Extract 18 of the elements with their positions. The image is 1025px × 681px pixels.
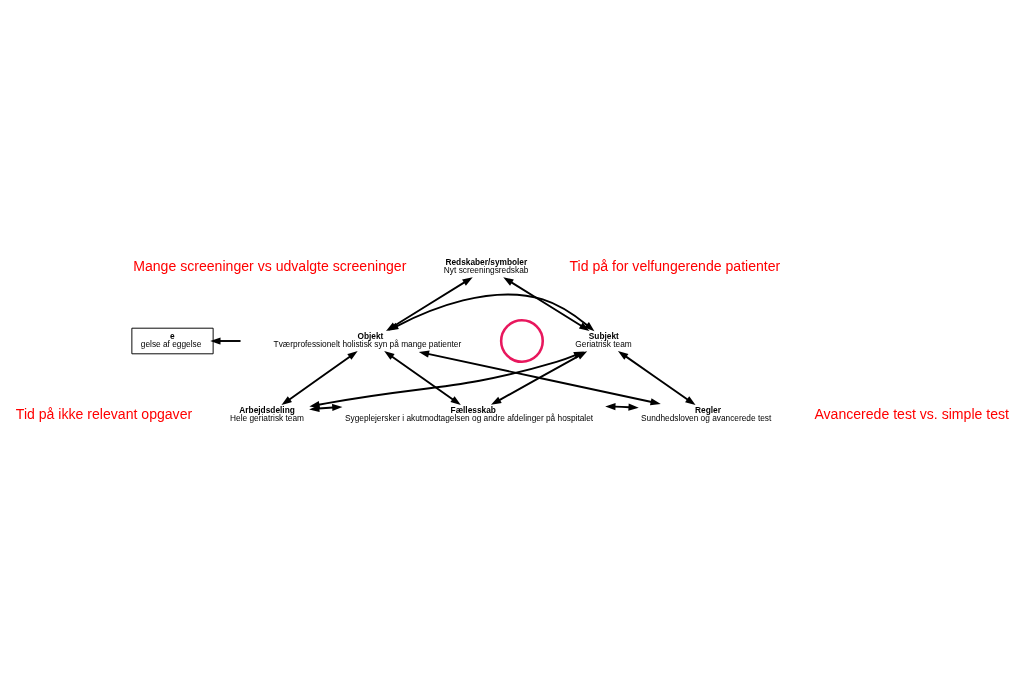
node-text: Redskaber/symboler Nyt screeningsredskab xyxy=(443,256,529,275)
arrow xyxy=(210,336,242,345)
arrow xyxy=(503,276,590,331)
arrow xyxy=(617,350,696,405)
node-box: e gelse af eggelse xyxy=(131,327,214,354)
node-circle xyxy=(499,318,544,363)
node-text: Fællesskab Sygeplejersker i akutmodtagelsen og andre afdelinger på hospitalet xyxy=(344,404,594,423)
node-text: Arbejdsdeling Hele geriatrisk team xyxy=(230,404,305,423)
node-text: Regler Sundhedsloven og avancerede test xyxy=(640,404,772,423)
node-text: Objekt Tværprofessionelt holistisk syn på mange patienter xyxy=(273,330,462,349)
label: Tid på ikke relevant opgaver xyxy=(15,405,193,421)
label: Avancerede test vs. simple test xyxy=(814,405,1009,421)
node-text: Subjekt Geriatrisk team xyxy=(575,330,632,349)
label: Mange screeninger vs udvalgte screeninger xyxy=(133,257,407,274)
arrow xyxy=(384,350,461,405)
arrow xyxy=(605,402,639,411)
label: Tid på for velfungerende patienter xyxy=(569,257,781,274)
arrow xyxy=(281,350,358,405)
